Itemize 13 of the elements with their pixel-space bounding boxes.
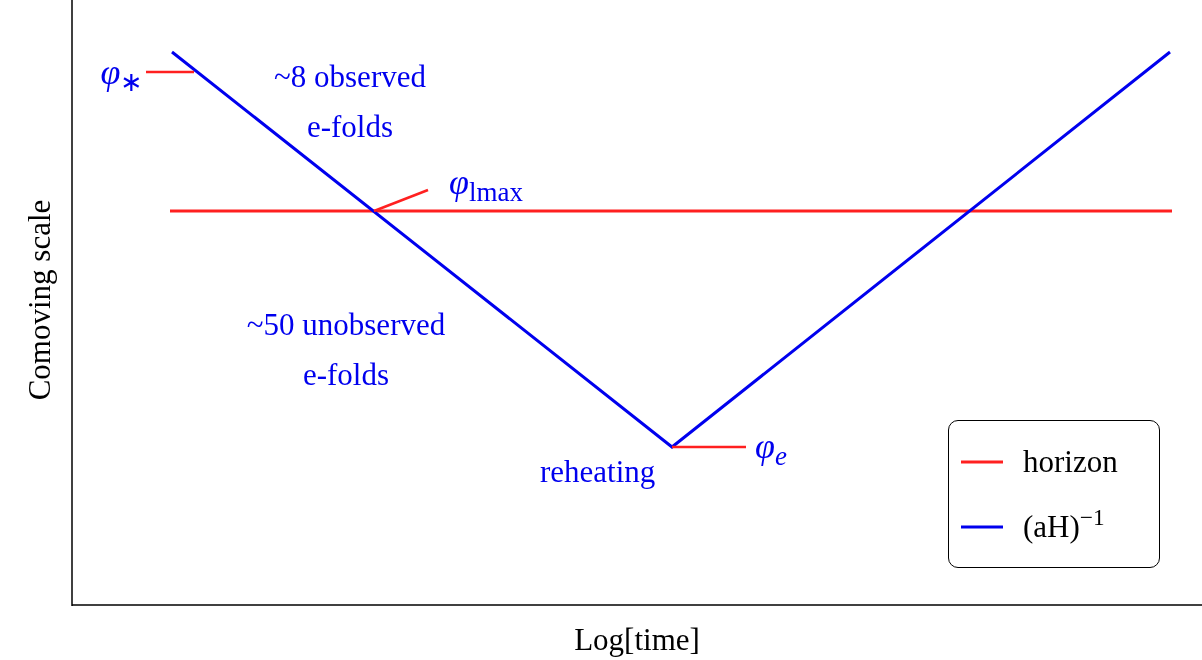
leader-line <box>373 188 429 213</box>
curve-annotation: ~8 observed e-folds <box>273 58 427 146</box>
legend-text: (aH)$^{−1}$ <box>1023 506 1105 546</box>
leader-line <box>146 70 194 74</box>
phi-label: φ$_{lmax}$ <box>428 160 544 204</box>
leader-line <box>672 445 746 449</box>
curve-annotation: ~50 unobserved e-folds <box>245 306 447 394</box>
axis-title: Comoving scale <box>21 199 58 401</box>
axis-title: Log[time] <box>574 621 700 659</box>
phi-label: φ$_{∗}$ <box>98 50 146 94</box>
phi-label: φ$_{e}$ <box>746 424 796 468</box>
legend-text: horizon <box>1023 442 1118 481</box>
curve-annotation: reheating <box>540 453 656 491</box>
